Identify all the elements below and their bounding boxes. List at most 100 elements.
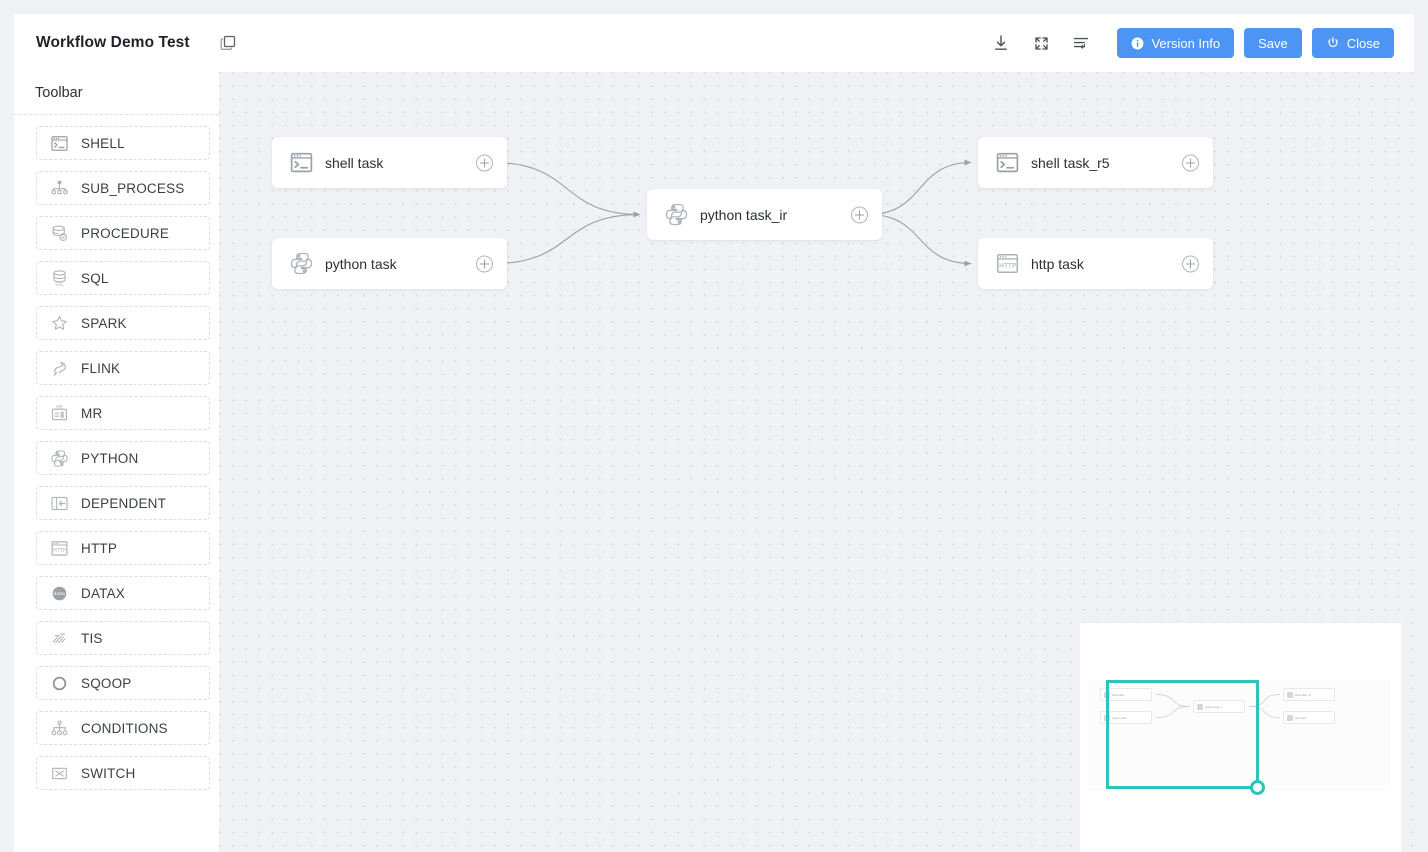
spark-star-icon: [49, 313, 69, 333]
toolbar-item-sub-process[interactable]: SUB_PROCESS: [36, 171, 210, 205]
minimap-node-icon: [1197, 703, 1203, 710]
toolbar-item-switch[interactable]: SWITCH: [36, 756, 210, 790]
sqoop-circle-icon: [49, 673, 69, 693]
toolbar-item-python[interactable]: PYTHON: [36, 441, 210, 475]
http-icon: HTTP: [994, 251, 1020, 277]
mapreduce-icon: MR: [49, 403, 69, 423]
minimap-viewport[interactable]: [1106, 680, 1265, 795]
copy-icon[interactable]: [218, 33, 238, 53]
node-label: http task: [1031, 255, 1084, 272]
edge-shell-task-to-python-task-ir[interactable]: [493, 161, 641, 218]
minimap-resize-handle[interactable]: [1250, 780, 1265, 795]
node-output-port[interactable]: [851, 206, 868, 223]
toolbar-item-label: SQOOP: [81, 675, 132, 691]
toolbar-item-label: TIS: [81, 630, 103, 646]
power-icon: [1326, 36, 1340, 50]
node-output-port[interactable]: [1182, 154, 1199, 171]
terminal-icon: [994, 150, 1020, 176]
node-http-task[interactable]: HTTP http task: [978, 238, 1213, 289]
toolbar-item-datax[interactable]: datax DATAX: [36, 576, 210, 610]
toolbar-item-label: SUB_PROCESS: [81, 180, 185, 196]
http-icon: HTTP: [49, 538, 69, 558]
svg-text:MR: MR: [56, 404, 62, 409]
toolbar-item-label: DATAX: [81, 585, 126, 601]
dependent-icon: [49, 493, 69, 513]
close-button[interactable]: Close: [1311, 28, 1394, 58]
minimap-node-label: shell task: [1112, 692, 1124, 697]
page-title: Workflow Demo Test: [36, 34, 190, 51]
minimap-node-icon: [1287, 691, 1293, 698]
close-label: Close: [1346, 35, 1380, 51]
toolbar-item-list: SHELL SUB_PROCESS PROCEDURE SQL SQL SPARK FLIN…: [14, 115, 219, 801]
node-python-task-ir[interactable]: python task_ir: [647, 189, 882, 240]
minimap-node-icon: [1287, 714, 1293, 721]
toolbar-item-label: HTTP: [81, 540, 118, 556]
database-check-icon: [49, 223, 69, 243]
edge-python-task-to-python-task-ir[interactable]: [493, 211, 641, 265]
minimap-node-label: http task: [1295, 715, 1306, 720]
python-icon: [288, 251, 314, 277]
node-label: python task: [325, 255, 397, 272]
toolbar-item-procedure[interactable]: PROCEDURE: [36, 216, 210, 250]
toolbar-heading: Toolbar: [14, 72, 219, 115]
conditions-icon: [49, 718, 69, 738]
node-output-port[interactable]: [476, 154, 493, 171]
toolbar-item-label: CONDITIONS: [81, 720, 168, 736]
toolbar-item-flink[interactable]: FLINK: [36, 351, 210, 385]
toolbar-item-sqoop[interactable]: SQOOP: [36, 666, 210, 700]
toolbar-item-mr[interactable]: MR MR: [36, 396, 210, 430]
terminal-icon: [288, 150, 314, 176]
node-python-task[interactable]: python task: [272, 238, 507, 289]
toolbar-item-http[interactable]: HTTP HTTP: [36, 531, 210, 565]
toolbar-item-label: PROCEDURE: [81, 225, 170, 241]
toolbar-item-label: DEPENDENT: [81, 495, 167, 511]
toolbar-item-label: FLINK: [81, 360, 121, 376]
header-actions: Version Info Save Close: [981, 26, 1394, 60]
edge-python-task-ir-to-shell-task-r5[interactable]: [868, 159, 972, 216]
toolbar-item-tis[interactable]: TIS: [36, 621, 210, 655]
toolbar-item-spark[interactable]: SPARK: [36, 306, 210, 340]
minimap-node: shell task_r5: [1283, 688, 1335, 701]
save-button[interactable]: Save: [1244, 28, 1302, 58]
svg-text:datax: datax: [53, 591, 65, 596]
toolbar-item-label: PYTHON: [81, 450, 139, 466]
database-sql-icon: SQL: [49, 268, 69, 288]
node-label: shell task_r5: [1031, 154, 1110, 171]
svg-text:SQL: SQL: [55, 281, 64, 287]
toolbar-item-label: MR: [81, 405, 103, 421]
version-info-button[interactable]: Version Info: [1117, 28, 1235, 58]
minimap-node-label: python task: [1112, 715, 1127, 720]
node-shell-task[interactable]: shell task: [272, 137, 507, 188]
toolbar-item-conditions[interactable]: CONDITIONS: [36, 711, 210, 745]
toolbar-item-label: SHELL: [81, 135, 125, 151]
version-info-label: Version Info: [1151, 35, 1221, 51]
toolbar-item-label: SWITCH: [81, 765, 136, 781]
download-icon[interactable]: [981, 26, 1021, 60]
node-label: shell task: [325, 154, 384, 171]
fullscreen-icon[interactable]: [1021, 26, 1061, 60]
format-icon[interactable]: [1061, 26, 1101, 60]
node-output-port[interactable]: [476, 255, 493, 272]
flink-squirrel-icon: [49, 358, 69, 378]
python-icon: [663, 202, 689, 228]
switch-icon: [49, 763, 69, 783]
toolbar-item-label: SQL: [81, 270, 109, 286]
minimap-edge-layer: [1155, 694, 1281, 718]
toolbar-item-shell[interactable]: SHELL: [36, 126, 210, 160]
header-bar: Workflow Demo Test: [14, 14, 1414, 72]
node-output-port[interactable]: [1182, 255, 1199, 272]
toolbar-item-dependent[interactable]: DEPENDENT: [36, 486, 210, 520]
edge-python-task-ir-to-http-task[interactable]: [868, 213, 972, 267]
minimap-node: http task: [1283, 711, 1335, 724]
toolbar-item-sql[interactable]: SQL SQL: [36, 261, 210, 295]
datax-circle-icon: datax: [49, 583, 69, 603]
node-shell-task-r5[interactable]: shell task_r5: [978, 137, 1213, 188]
svg-text:HTTP: HTTP: [53, 547, 66, 553]
node-label: python task_ir: [700, 206, 788, 223]
